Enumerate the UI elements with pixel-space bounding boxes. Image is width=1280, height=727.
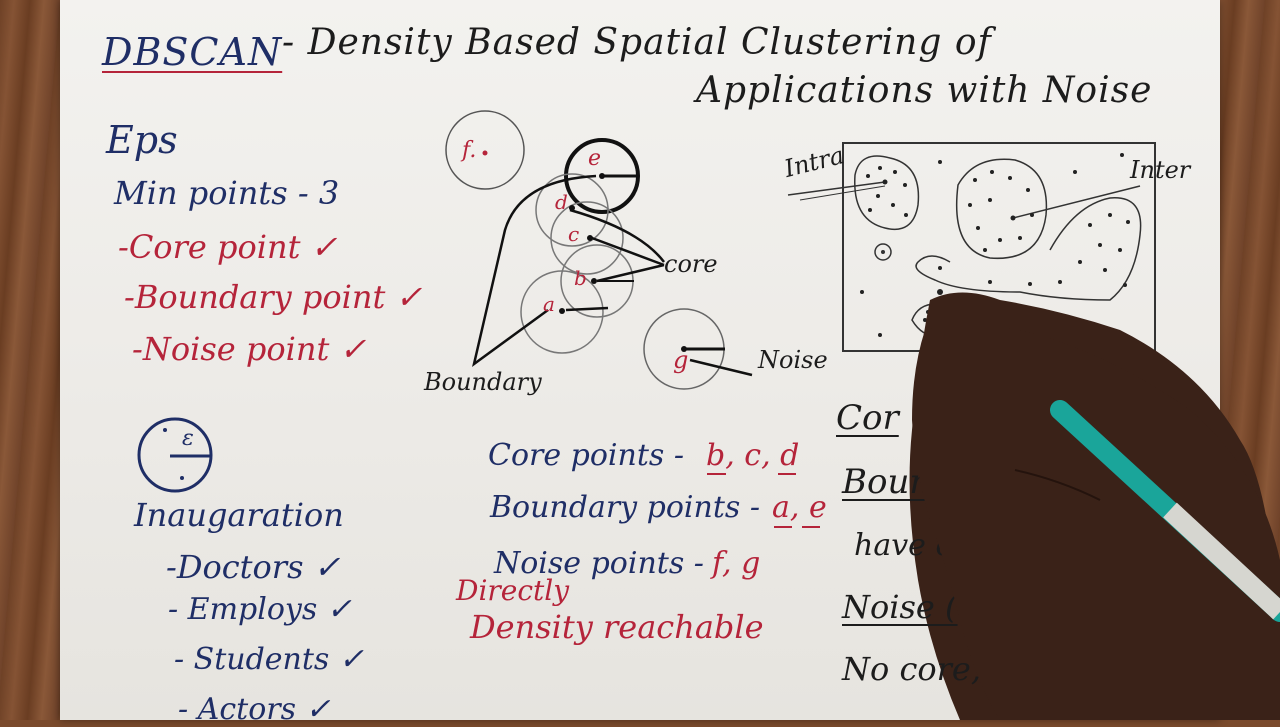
- label-point-a: a: [543, 292, 555, 316]
- summary-core-prefix: Core points -: [488, 438, 684, 473]
- example-item-students: - Students ✓: [174, 642, 364, 677]
- reach-density: Density reachable: [470, 608, 764, 646]
- eps-circle-f: [446, 111, 524, 189]
- label-point-d: d: [555, 190, 568, 214]
- label-point-e: e: [588, 146, 601, 171]
- point-d: [569, 205, 575, 211]
- label-point-g: g: [673, 346, 688, 374]
- cluster-blob-1: [855, 156, 919, 229]
- label-boundary: Boundary: [424, 368, 542, 396]
- label-point-b: b: [574, 266, 587, 290]
- summary-boundary-prefix: Boundary points -: [490, 490, 760, 525]
- noise-dot-panel: [881, 250, 885, 254]
- radius-a: [566, 308, 608, 310]
- summary-noise-values: f, g: [712, 546, 760, 581]
- summary-boundary-values: a, e: [772, 490, 827, 525]
- point-c: [587, 235, 593, 241]
- point-e: [599, 173, 605, 179]
- reach-directly: Directly: [456, 574, 569, 607]
- point-a: [559, 308, 565, 314]
- note-have: have c: [854, 528, 952, 563]
- label-point-f: f.: [462, 138, 476, 163]
- cluster-blob-2: [957, 159, 1047, 258]
- epsilon-dot-1: [163, 428, 167, 432]
- summary-core-values: b, c, d: [706, 438, 799, 473]
- label-inter: Inter: [1130, 156, 1190, 184]
- point-f: [483, 151, 488, 156]
- point-b: [591, 278, 597, 284]
- example-item-doctors: -Doctors ✓: [166, 548, 340, 586]
- example-item-employs: - Employs ✓: [168, 592, 352, 627]
- label-core: core: [664, 250, 718, 278]
- epsilon-dot-2: [180, 476, 184, 480]
- label-point-c: c: [568, 222, 579, 246]
- example-item-actors: - Actors ✓: [178, 692, 331, 727]
- example-heading: Inaugaration: [134, 496, 344, 534]
- epsilon-symbol: ε: [182, 426, 194, 451]
- note-no-core: No core,: [842, 650, 981, 688]
- label-noise: Noise: [758, 346, 828, 374]
- note-core: Cor: [836, 398, 899, 438]
- note-noise: Noise (: [842, 588, 958, 626]
- note-boundary: Boun: [842, 462, 931, 502]
